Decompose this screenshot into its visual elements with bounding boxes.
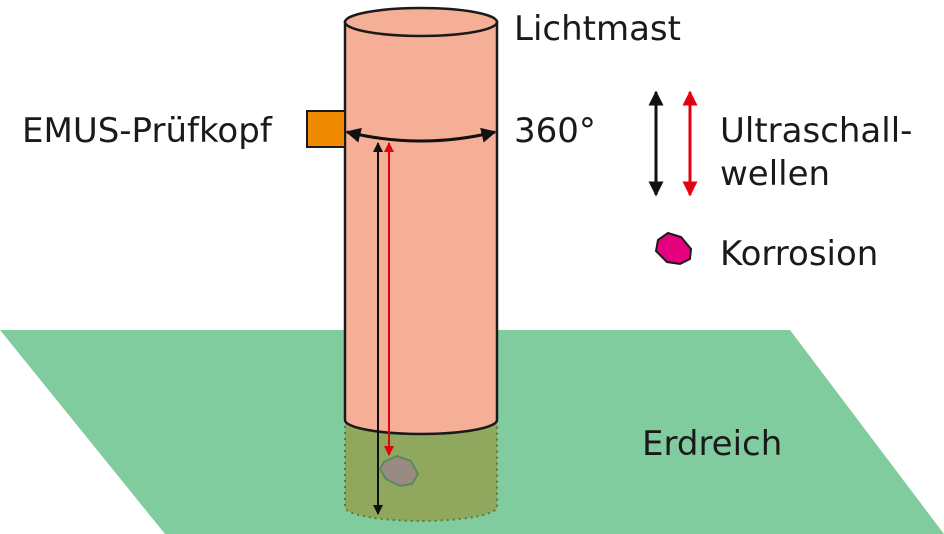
rotation-arc-arrow (345, 127, 497, 143)
rotation-label: 360° (514, 111, 596, 151)
soil-label: Erdreich (642, 424, 782, 464)
light-pole-body (343, 20, 499, 436)
waves-label-line1: Ultraschall- (720, 111, 912, 151)
buried-pole-section (345, 420, 497, 521)
light-pole-top (343, 6, 499, 38)
corrosion-label: Korrosion (720, 234, 878, 274)
probe-label: EMUS-Prüfkopf (22, 111, 273, 151)
pole-label: Lichtmast (514, 9, 681, 49)
corrosion-spot-icon (378, 454, 420, 488)
waves-label-line2: wellen (720, 154, 830, 194)
probe-icon (306, 110, 346, 148)
legend-corrosion-icon (654, 231, 693, 266)
